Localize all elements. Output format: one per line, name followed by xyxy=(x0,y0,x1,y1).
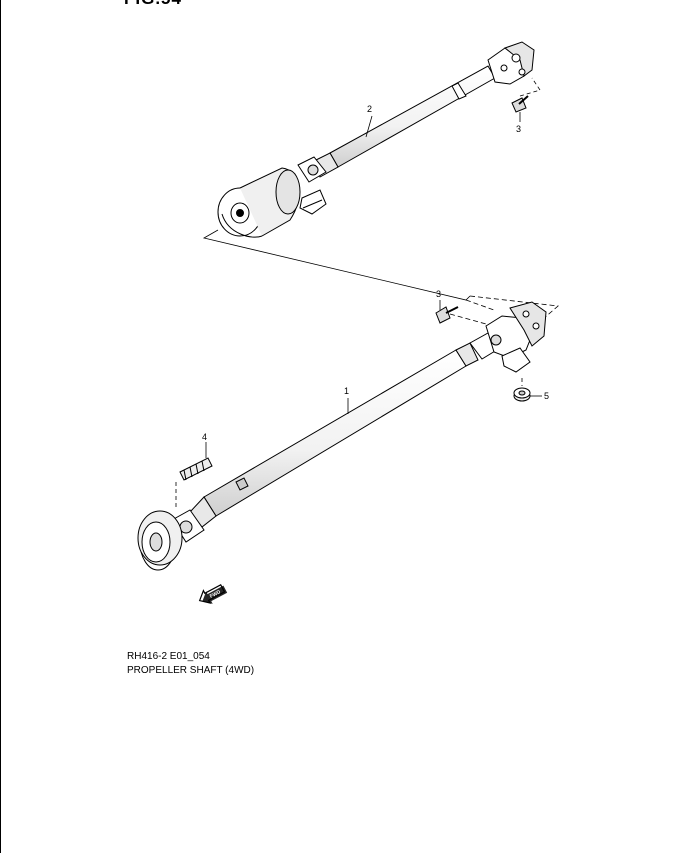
page-border xyxy=(0,0,1,853)
figure-code: RH416-2 E01_054 xyxy=(127,651,210,662)
callout-4: 4 xyxy=(202,432,207,458)
svg-text:3: 3 xyxy=(436,289,441,299)
callout-3-upper: 3 xyxy=(516,112,521,134)
svg-text:FWD: FWD xyxy=(209,589,222,600)
fwd-direction-arrow: FWD xyxy=(198,584,228,604)
callout-2: 2 xyxy=(365,104,373,138)
svg-text:2: 2 xyxy=(367,104,372,114)
front-propeller-shaft xyxy=(137,301,547,571)
bolt-lower xyxy=(435,306,459,324)
svg-text:3: 3 xyxy=(516,124,521,134)
svg-text:1: 1 xyxy=(344,386,349,396)
flange-nut xyxy=(513,387,531,402)
rear-propeller-shaft xyxy=(217,41,535,238)
figure-caption: RH416-2 E01_054 PROPELLER SHAFT (4WD) xyxy=(127,650,254,678)
figure-name: PROPELLER SHAFT (4WD) xyxy=(127,665,255,676)
figure-title: FIG.54 xyxy=(124,0,182,9)
bolt-upper xyxy=(511,95,529,113)
callout-3-lower: 3 xyxy=(436,289,441,310)
callout-1: 1 xyxy=(344,386,349,414)
svg-text:4: 4 xyxy=(202,432,207,442)
callout-5: 5 xyxy=(530,391,549,401)
svg-text:5: 5 xyxy=(544,391,549,401)
stud-bolt xyxy=(179,457,213,481)
assembly-guide-lines-lower xyxy=(175,378,523,510)
